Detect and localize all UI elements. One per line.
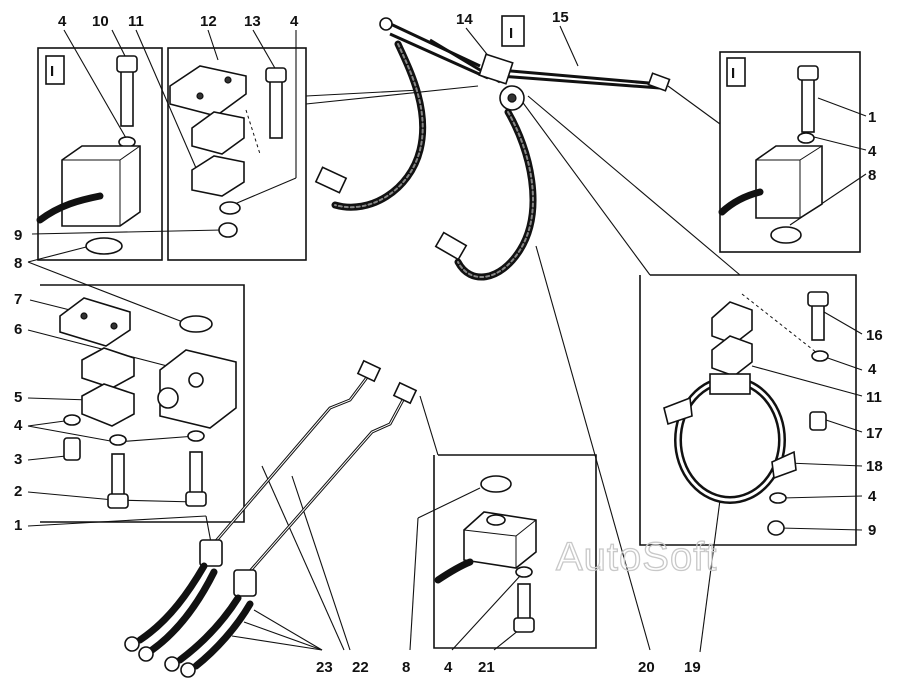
detail-top-left-parts — [36, 55, 238, 255]
callout-4-right: 4 — [868, 361, 877, 378]
callout-15: 15 — [552, 9, 569, 26]
callout-20: 20 — [638, 659, 655, 676]
callout-19: 19 — [684, 659, 701, 676]
detail-frame-bottom-middle — [433, 454, 597, 649]
callout-2: 2 — [14, 483, 22, 500]
callout-4-bottom: 4 — [444, 659, 453, 676]
callout-18: 18 — [866, 458, 883, 475]
callout-8-left: 8 — [14, 255, 22, 272]
callout-4-right-low: 4 — [868, 488, 877, 505]
callout-4-left: 4 — [14, 417, 23, 434]
callout-16: 16 — [866, 327, 883, 344]
callout-4-top-right: 4 — [868, 143, 877, 160]
callout-11-right: 11 — [866, 389, 882, 406]
detail-frame-top-middle — [167, 47, 307, 261]
detail-left-middle-parts — [59, 297, 237, 509]
detail-bottom-middle-parts — [434, 475, 537, 633]
callout-12: 12 — [200, 13, 217, 30]
callout-11-top: 11 — [128, 13, 144, 30]
callout-1-left: 1 — [14, 517, 22, 534]
detail-frame-top-right — [719, 51, 861, 253]
callout-17: 17 — [866, 425, 883, 442]
callout-22: 22 — [352, 659, 369, 676]
view-mark-box-right — [726, 57, 746, 87]
view-mark-box-left — [45, 55, 65, 85]
detail-frame-top-left — [37, 47, 163, 261]
callout-5: 5 — [14, 389, 22, 406]
detail-frame-left-middle — [40, 284, 245, 523]
callout-4-top-middle: 4 — [290, 13, 299, 30]
callout-8-top-right: 8 — [868, 167, 876, 184]
view-mark-left: I — [50, 63, 54, 80]
callout-10: 10 — [92, 13, 109, 30]
view-mark-center: I — [509, 25, 513, 42]
autosoft-watermark: AutoSoft — [556, 535, 717, 579]
detail-top-right-parts — [718, 65, 823, 244]
callout-14: 14 — [456, 11, 473, 28]
callout-21: 21 — [478, 659, 495, 676]
callout-7: 7 — [14, 291, 22, 308]
callout-13: 13 — [244, 13, 261, 30]
callout-3: 3 — [14, 451, 22, 468]
center-manifold-assembly — [314, 17, 671, 281]
detail-frame-right-middle — [639, 274, 857, 546]
callout-1-top-right: 1 — [868, 109, 876, 126]
callout-9-right: 9 — [868, 522, 876, 539]
detail-top-middle-parts — [169, 65, 287, 215]
view-mark-box-center — [501, 15, 525, 47]
callout-6: 6 — [14, 321, 22, 338]
callout-4-top-left: 4 — [58, 13, 67, 30]
callout-8-bottom: 8 — [402, 659, 410, 676]
view-mark-right: I — [731, 65, 735, 82]
callout-23: 23 — [316, 659, 333, 676]
bottom-tube-assembly — [124, 359, 418, 678]
callout-9-left: 9 — [14, 227, 22, 244]
detail-right-middle-parts — [663, 291, 829, 536]
